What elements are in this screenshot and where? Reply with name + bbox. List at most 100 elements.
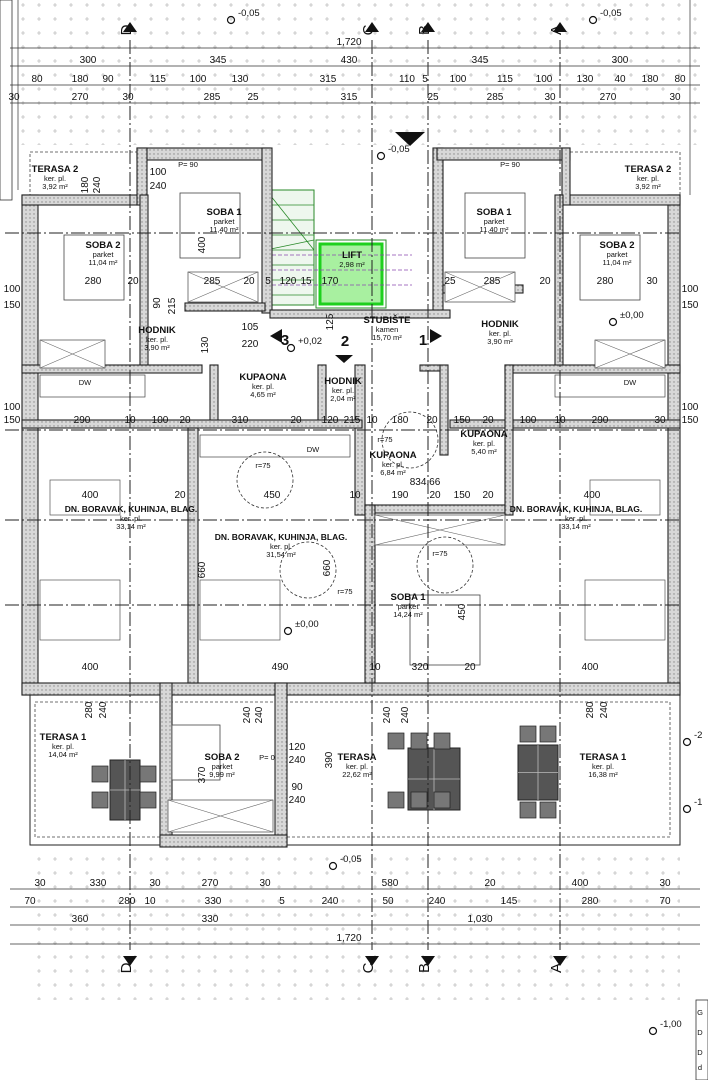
room-area: 14,04 m²: [48, 750, 78, 759]
dimension-value: 30: [122, 92, 134, 103]
inner-dimension: 20: [539, 276, 551, 287]
room-floor: ker. pl.: [473, 439, 495, 448]
level-marker-icon: [376, 151, 386, 161]
inner-dimension: 240: [242, 706, 253, 723]
inner-dimension: 150: [682, 415, 699, 426]
inner-dimension: 490: [272, 662, 289, 673]
room-area: 33,14 m²: [116, 522, 146, 531]
entrance-arrow-icon: [395, 132, 425, 146]
dimension-value: 180: [642, 74, 659, 85]
dimension-value: 240: [322, 896, 339, 907]
inner-dimension: 150: [682, 300, 699, 311]
wall-segment: [274, 682, 288, 844]
level-value: -0,05: [600, 8, 622, 19]
dimension-value: 300: [80, 55, 97, 66]
misc-label: r=75: [337, 587, 352, 596]
room-area: 3,92 m²: [635, 182, 661, 191]
inner-dimension: 400: [582, 662, 599, 673]
dimension-value: 330: [205, 896, 222, 907]
dimension-value: 5: [279, 896, 285, 907]
inner-dimension: 10: [349, 490, 361, 501]
inner-dimension: 30: [646, 276, 658, 287]
wall-segment: [554, 194, 564, 371]
inner-dimension: 30: [654, 415, 666, 426]
dimension-value: 280: [119, 896, 136, 907]
dimension-value: 280: [582, 896, 599, 907]
axis-marker-icon: [365, 22, 379, 32]
room-floor: ker. pl.: [252, 382, 274, 391]
dimension-value: 285: [204, 92, 221, 103]
room-area: 11,40 m²: [209, 225, 239, 234]
dimension-value: 80: [31, 74, 43, 85]
inner-dimension: 240: [289, 795, 306, 806]
bed: [63, 234, 125, 301]
level-marker-icon: [648, 1026, 658, 1036]
dimension-value: 100: [536, 74, 553, 85]
inner-dimension: 285: [484, 276, 501, 287]
inner-dimension: 180: [392, 415, 409, 426]
axis-label-top: B: [416, 25, 433, 35]
room-name: KUPAONA: [239, 372, 286, 383]
inner-dimension: 20: [426, 415, 438, 426]
wall-segment: [364, 504, 376, 684]
room-floor: ker. pl.: [270, 542, 292, 551]
axis-label-top: D: [118, 24, 135, 35]
bed: [409, 594, 481, 666]
inner-dimension: 10: [124, 415, 136, 426]
level-value: -0,05: [238, 8, 260, 19]
stair-and-lift: [265, 189, 412, 309]
chair: [410, 732, 428, 750]
axis-label-bottom: D: [118, 962, 135, 973]
bed: [579, 234, 641, 301]
turning-circle: [381, 411, 439, 469]
dimension-value: 70: [659, 896, 671, 907]
dimension-value: 25: [427, 92, 439, 103]
table-sofa: [584, 579, 666, 641]
wall-segment: [667, 194, 681, 696]
dimension-value: 100: [190, 74, 207, 85]
furniture: [39, 192, 666, 833]
inner-dimension: 90: [152, 297, 163, 309]
dimension-value: 1,030: [467, 914, 492, 925]
title-block-text: G: [697, 1008, 703, 1017]
room-area: 9,99 m²: [209, 770, 235, 779]
room-area: 3,90 m²: [144, 343, 170, 352]
dimension-value: 1,720: [336, 933, 361, 944]
title-block: [695, 999, 708, 1080]
room-name: LIFT: [342, 250, 362, 261]
wall-segment: [449, 419, 681, 429]
kitchen-counter: [39, 374, 146, 398]
axis-marker-icon: [553, 22, 567, 32]
inner-dimension: 15: [300, 276, 312, 287]
dimension-value: 115: [150, 74, 166, 85]
inner-dimension: 100: [682, 284, 699, 295]
kitchen-counter: [554, 374, 666, 398]
inner-dimension: 240: [150, 181, 167, 192]
level-marker-icon: [283, 626, 293, 636]
inner-dimension: 20: [482, 415, 494, 426]
misc-label: r=75: [377, 435, 392, 444]
inner-dimension: 20: [127, 276, 139, 287]
inner-dimension: 400: [584, 490, 601, 501]
wall-segment: [21, 194, 141, 206]
chair: [387, 732, 405, 750]
room-floor: ker. pl.: [332, 386, 354, 395]
inner-dimension: 10: [366, 415, 378, 426]
wall-segment: [439, 364, 449, 456]
dimension-value: 30: [149, 878, 161, 889]
axis-marker-icon: [553, 956, 567, 966]
inner-dimension: 215: [167, 297, 178, 314]
level-marker-icon: [328, 861, 338, 871]
inner-dimension: 100: [682, 402, 699, 413]
dimension-value: 430: [341, 55, 358, 66]
inner-dimension: 285: [204, 276, 221, 287]
inner-dimension: 240: [98, 701, 109, 718]
inner-dimension: 90: [291, 782, 303, 793]
inner-dimension: 320: [412, 662, 429, 673]
inner-dimension: 100: [152, 415, 169, 426]
inner-dimension: 400: [82, 662, 99, 673]
